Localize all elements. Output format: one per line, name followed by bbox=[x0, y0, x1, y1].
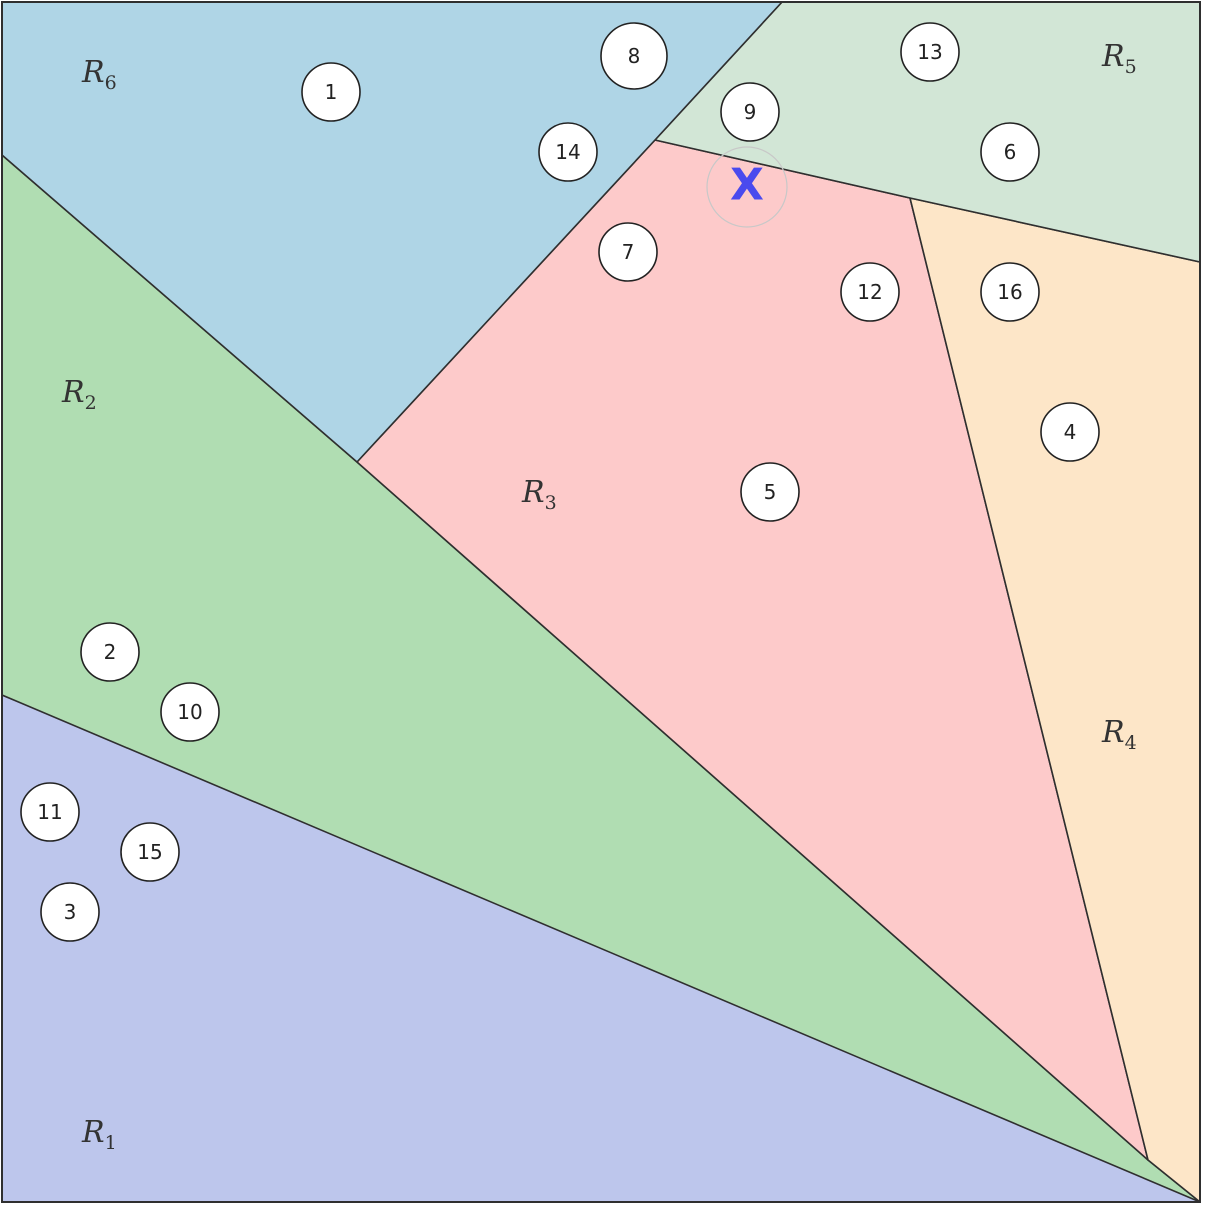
point-circle bbox=[900, 22, 960, 82]
region-label-r3: R3 bbox=[521, 475, 557, 514]
point-circle bbox=[20, 782, 80, 842]
point-7: 7 bbox=[598, 222, 658, 282]
point-label: 1 bbox=[325, 80, 338, 104]
point-circle bbox=[598, 222, 658, 282]
point-10: 10 bbox=[160, 682, 220, 742]
point-label: 10 bbox=[177, 700, 202, 724]
point-circle bbox=[160, 682, 220, 742]
point-3: 3 bbox=[40, 882, 100, 942]
point-circle bbox=[40, 882, 100, 942]
query-label: X bbox=[730, 160, 764, 211]
point-4: 4 bbox=[1040, 402, 1100, 462]
point-label: 9 bbox=[744, 100, 757, 124]
point-15: 15 bbox=[120, 822, 180, 882]
point-circle bbox=[80, 622, 140, 682]
region-label-r5: R5 bbox=[1101, 39, 1137, 78]
point-label: 16 bbox=[997, 280, 1022, 304]
point-1: 1 bbox=[301, 62, 361, 122]
point-circle bbox=[538, 122, 598, 182]
point-label: 6 bbox=[1004, 140, 1017, 164]
query-point: X bbox=[706, 146, 788, 228]
point-label: 7 bbox=[622, 240, 635, 264]
point-label: 14 bbox=[555, 140, 580, 164]
query-ring bbox=[706, 146, 788, 228]
point-14: 14 bbox=[538, 122, 598, 182]
point-label: 12 bbox=[857, 280, 882, 304]
point-6: 6 bbox=[980, 122, 1040, 182]
point-label: 15 bbox=[137, 840, 162, 864]
point-label: 11 bbox=[37, 800, 62, 824]
point-circle bbox=[1040, 402, 1100, 462]
point-circle bbox=[120, 822, 180, 882]
point-label: 8 bbox=[628, 44, 641, 68]
point-circle bbox=[720, 82, 780, 142]
point-5: 5 bbox=[740, 462, 800, 522]
point-13: 13 bbox=[900, 22, 960, 82]
point-8: 8 bbox=[600, 22, 668, 90]
point-9: 9 bbox=[720, 82, 780, 142]
point-circle bbox=[740, 462, 800, 522]
point-11: 11 bbox=[20, 782, 80, 842]
point-circle bbox=[840, 262, 900, 322]
point-label: 2 bbox=[104, 640, 117, 664]
point-label: 13 bbox=[917, 40, 942, 64]
point-circle bbox=[600, 22, 668, 90]
point-label: 5 bbox=[764, 480, 777, 504]
point-circle bbox=[980, 262, 1040, 322]
point-label: 3 bbox=[64, 900, 77, 924]
point-circle bbox=[301, 62, 361, 122]
point-12: 12 bbox=[840, 262, 900, 322]
point-2: 2 bbox=[80, 622, 140, 682]
point-16: 16 bbox=[980, 262, 1040, 322]
point-label: 4 bbox=[1064, 420, 1077, 444]
point-circle bbox=[980, 122, 1040, 182]
